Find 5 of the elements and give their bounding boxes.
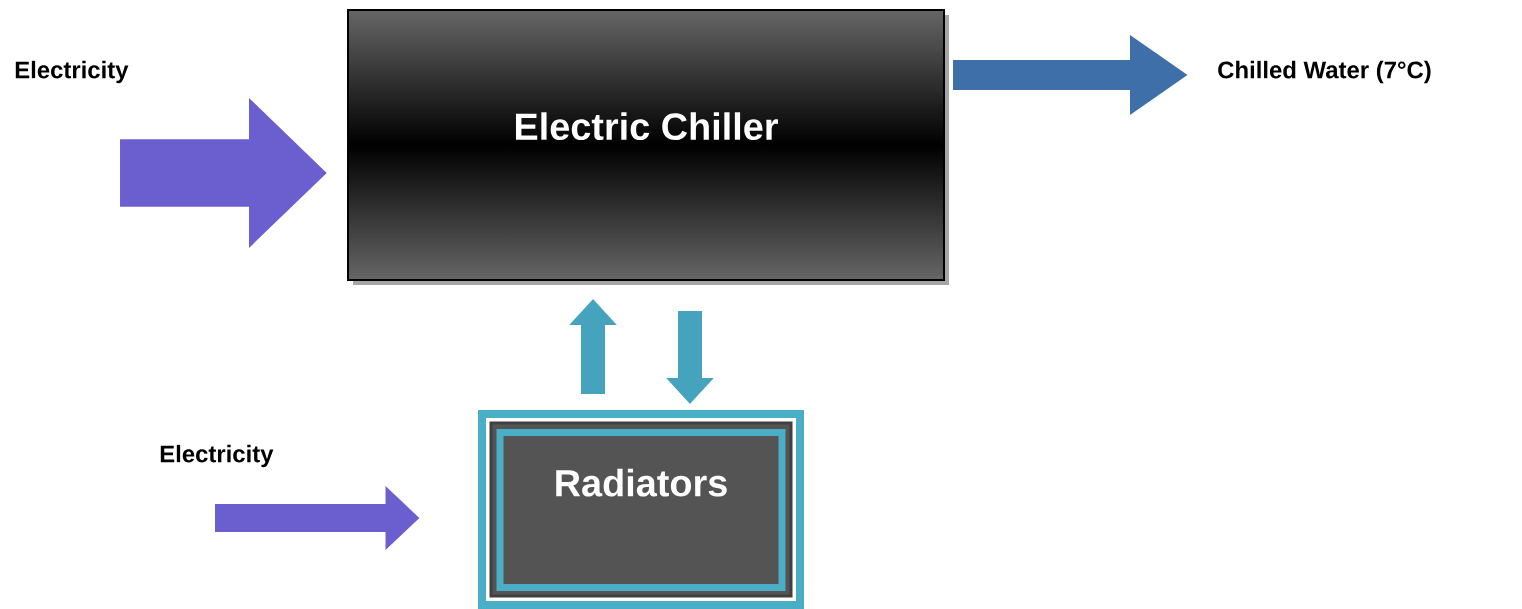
flow-label: Chilled Water (7°C)	[1218, 60, 1431, 84]
flow-label: Electricity	[15, 60, 129, 84]
process-box: Electric Chiller	[347, 9, 949, 285]
process-box: Radiators	[478, 410, 804, 609]
flow-label: Electricity	[160, 444, 274, 468]
